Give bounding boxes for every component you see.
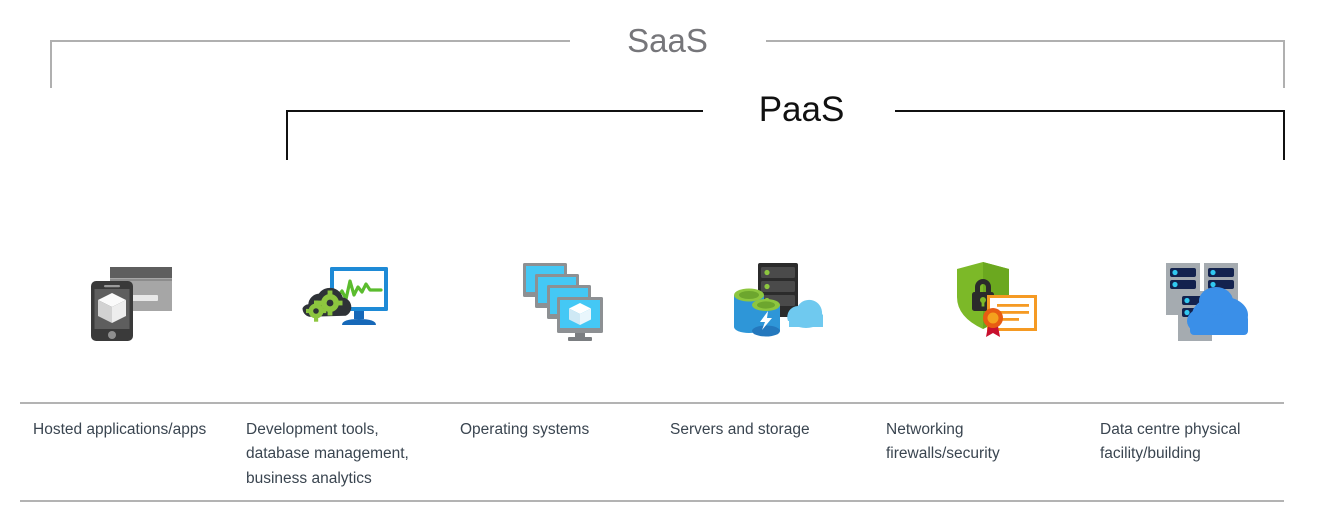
stacked-virtual-machines-icon [523, 263, 603, 341]
icon-cell-dev-tools [300, 250, 512, 350]
paas-label: PaaS [0, 92, 1325, 127]
dev-tools-monitor-gears-icon [302, 267, 388, 325]
icon-cell-datacentre [1160, 250, 1325, 350]
paas-label-text: PaaS [758, 90, 845, 129]
icon-cell-hosted-apps [85, 250, 297, 350]
column-label-servers-storage: Servers and storage [670, 421, 810, 438]
divider-top [20, 402, 1284, 404]
icon-cell-operating-systems [515, 250, 727, 350]
saas-bracket-line-left [50, 40, 570, 42]
column-label-dev-tools: Development tools, database management, … [246, 421, 409, 487]
saas-label: SaaS [0, 24, 1325, 57]
column-label-hosted-apps: Hosted applications/apps [33, 421, 207, 438]
icon-cell-networking-security [945, 250, 1157, 350]
divider-bottom [20, 500, 1284, 502]
paas-bracket-right-stem [1283, 110, 1286, 160]
icon-cell-servers-storage [728, 250, 940, 350]
column-label-networking-security: Networking firewalls/security [886, 421, 1000, 463]
paas-bracket-line-left [286, 110, 703, 113]
label-row: Hosted applications/apps Development too… [0, 418, 1325, 498]
column-label-operating-systems: Operating systems [460, 421, 590, 438]
shield-lock-certificate-icon [957, 262, 1037, 337]
datacenter-racks-cloud-icon [1166, 263, 1248, 341]
paas-bracket-line-right [895, 110, 1283, 113]
mobile-app-package-icon [91, 267, 172, 341]
saas-label-text: SaaS [627, 22, 708, 59]
saas-bracket-right-stem [1283, 40, 1285, 88]
saas-bracket-left-stem [50, 40, 52, 88]
server-database-cloud-icon [734, 263, 823, 337]
paas-bracket-left-stem [286, 110, 289, 160]
saas-bracket-line-right [766, 40, 1285, 42]
column-label-datacentre: Data centre physical facility/building [1100, 421, 1241, 463]
icon-row [20, 250, 1305, 360]
